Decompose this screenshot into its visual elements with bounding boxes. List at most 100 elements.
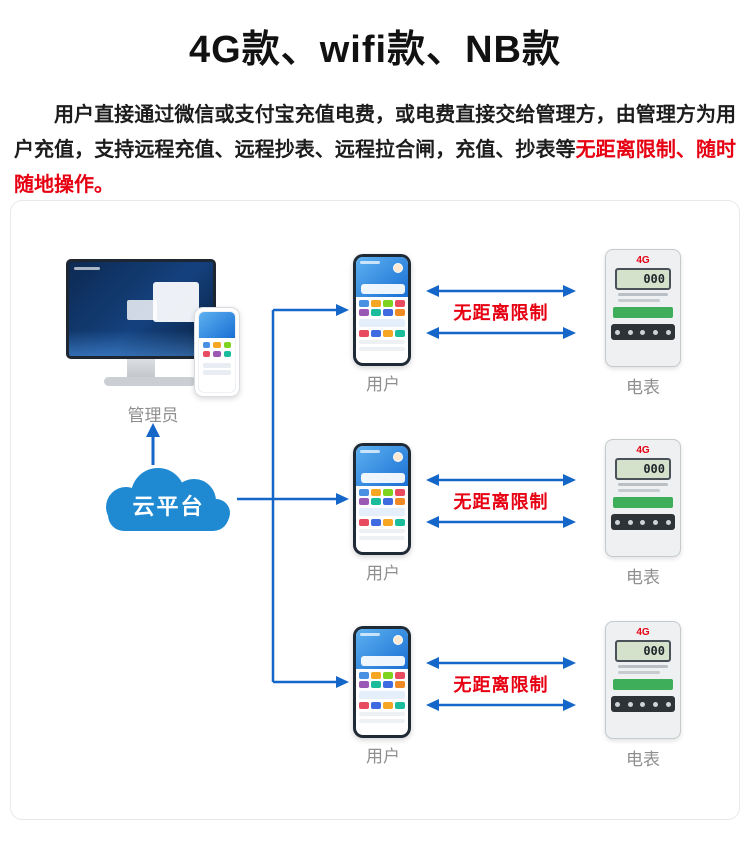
double-arrow-icon: [426, 516, 576, 528]
phone-header: [356, 446, 408, 486]
phone-title-bar: [360, 633, 380, 636]
app-icon: [383, 519, 393, 526]
app-icon: [383, 498, 393, 505]
meter-4g-badge: 4G: [636, 445, 650, 456]
app-icon-grid: [359, 330, 405, 337]
meter-lcd: 000: [615, 640, 671, 662]
app-icon: [371, 489, 381, 496]
app-icon: [359, 300, 369, 307]
app-icon: [395, 330, 405, 337]
meter-lcd: 000: [615, 268, 671, 290]
meter: 4G 000: [605, 249, 681, 367]
cloud-label: 云平台: [132, 494, 205, 519]
meter-terminals: [611, 324, 675, 340]
meter-4g-badge: 4G: [636, 627, 650, 638]
admin-phone-screen: [198, 311, 236, 393]
meter-text-line: [618, 665, 668, 668]
intro-highlight: 无距离限制、随时随地操作。: [14, 139, 737, 196]
app-icon: [383, 309, 393, 316]
app-icon: [359, 702, 369, 709]
app-icon: [371, 519, 381, 526]
link-arrows: 无距离限制: [426, 285, 576, 339]
admin-phone-row: [203, 363, 231, 368]
page-title: 4G款、wifi款、NB款: [189, 29, 561, 71]
app-icon: [395, 519, 405, 526]
user-label: 用户: [366, 564, 400, 583]
app-icon: [203, 342, 211, 348]
app-icon: [383, 681, 393, 688]
phone-screen: [356, 446, 408, 552]
phone-title-bar: [360, 261, 380, 264]
link-label: 无距离限制: [453, 675, 549, 695]
app-icon: [359, 519, 369, 526]
cloud-platform: 云平台: [96, 463, 241, 535]
intro-paragraph: 用户直接通过微信或支付宝充值电费，或电费直接交给管理方，由管理方为用户充值，支持…: [14, 98, 736, 203]
admin-phone-header: [199, 312, 235, 338]
app-icon: [371, 309, 381, 316]
user-phone: [353, 443, 411, 555]
phone-header: [356, 257, 408, 297]
phone-body: [356, 297, 408, 354]
meter-text-line: [618, 299, 660, 302]
app-icon: [371, 300, 381, 307]
phone-screen: [356, 257, 408, 363]
meter-green-strip: [613, 679, 673, 690]
double-arrow-icon: [426, 474, 576, 486]
monitor-dialog: [127, 300, 157, 320]
app-icon: [371, 702, 381, 709]
meter-text-line: [618, 671, 660, 674]
monitor-stand-base: [104, 377, 196, 386]
user-label: 用户: [366, 747, 400, 766]
meter-text-line: [618, 489, 660, 492]
meter-label: 电表: [626, 750, 660, 769]
avatar: [393, 263, 403, 273]
meter-green-strip: [613, 497, 673, 508]
phone-header: [356, 629, 408, 669]
list-row: [359, 347, 405, 351]
app-icon: [383, 672, 393, 679]
list-row: [359, 712, 405, 716]
admin-monitor-screen: [66, 259, 216, 359]
app-icon: [395, 489, 405, 496]
meter-text-line: [618, 293, 668, 296]
app-icon: [359, 330, 369, 337]
cloud-icon: [106, 468, 230, 531]
meter-green-strip: [613, 307, 673, 318]
app-icon-grid: [359, 672, 405, 688]
app-icon: [383, 489, 393, 496]
monitor-popup-window: [153, 282, 199, 322]
app-icon: [371, 498, 381, 505]
phone-title-bar: [360, 450, 380, 453]
app-icon: [395, 672, 405, 679]
double-arrow-icon: [426, 657, 576, 669]
diagram-panel: 管理员 云平台: [10, 200, 740, 820]
monitor-logo-bar: [74, 267, 100, 270]
balance-card: [361, 473, 405, 483]
user-phone: [353, 254, 411, 366]
list-row: [359, 719, 405, 723]
connector-lines: [237, 304, 349, 688]
double-arrow-icon: [426, 327, 576, 339]
app-icon: [359, 681, 369, 688]
admin-phone: [194, 307, 240, 397]
balance-card: [361, 284, 405, 294]
app-icon-grid: [359, 300, 405, 316]
meter: 4G 000: [605, 621, 681, 739]
app-icon: [203, 351, 211, 357]
admin-label: 管理员: [127, 406, 179, 425]
app-icon: [383, 702, 393, 709]
app-icon: [371, 330, 381, 337]
phone-body: [356, 486, 408, 543]
meter-terminals: [611, 514, 675, 530]
app-icon: [359, 489, 369, 496]
link-arrows: 无距离限制: [426, 657, 576, 711]
app-icon: [395, 702, 405, 709]
meter-4g-badge: 4G: [636, 255, 650, 266]
banner: [359, 691, 405, 699]
list-row: [359, 340, 405, 344]
monitor-cityscape: [69, 330, 213, 356]
up-arrow-icon: [146, 423, 160, 465]
phone-body: [356, 669, 408, 726]
app-icon: [395, 309, 405, 316]
admin-phone-app-grid: [199, 338, 235, 361]
